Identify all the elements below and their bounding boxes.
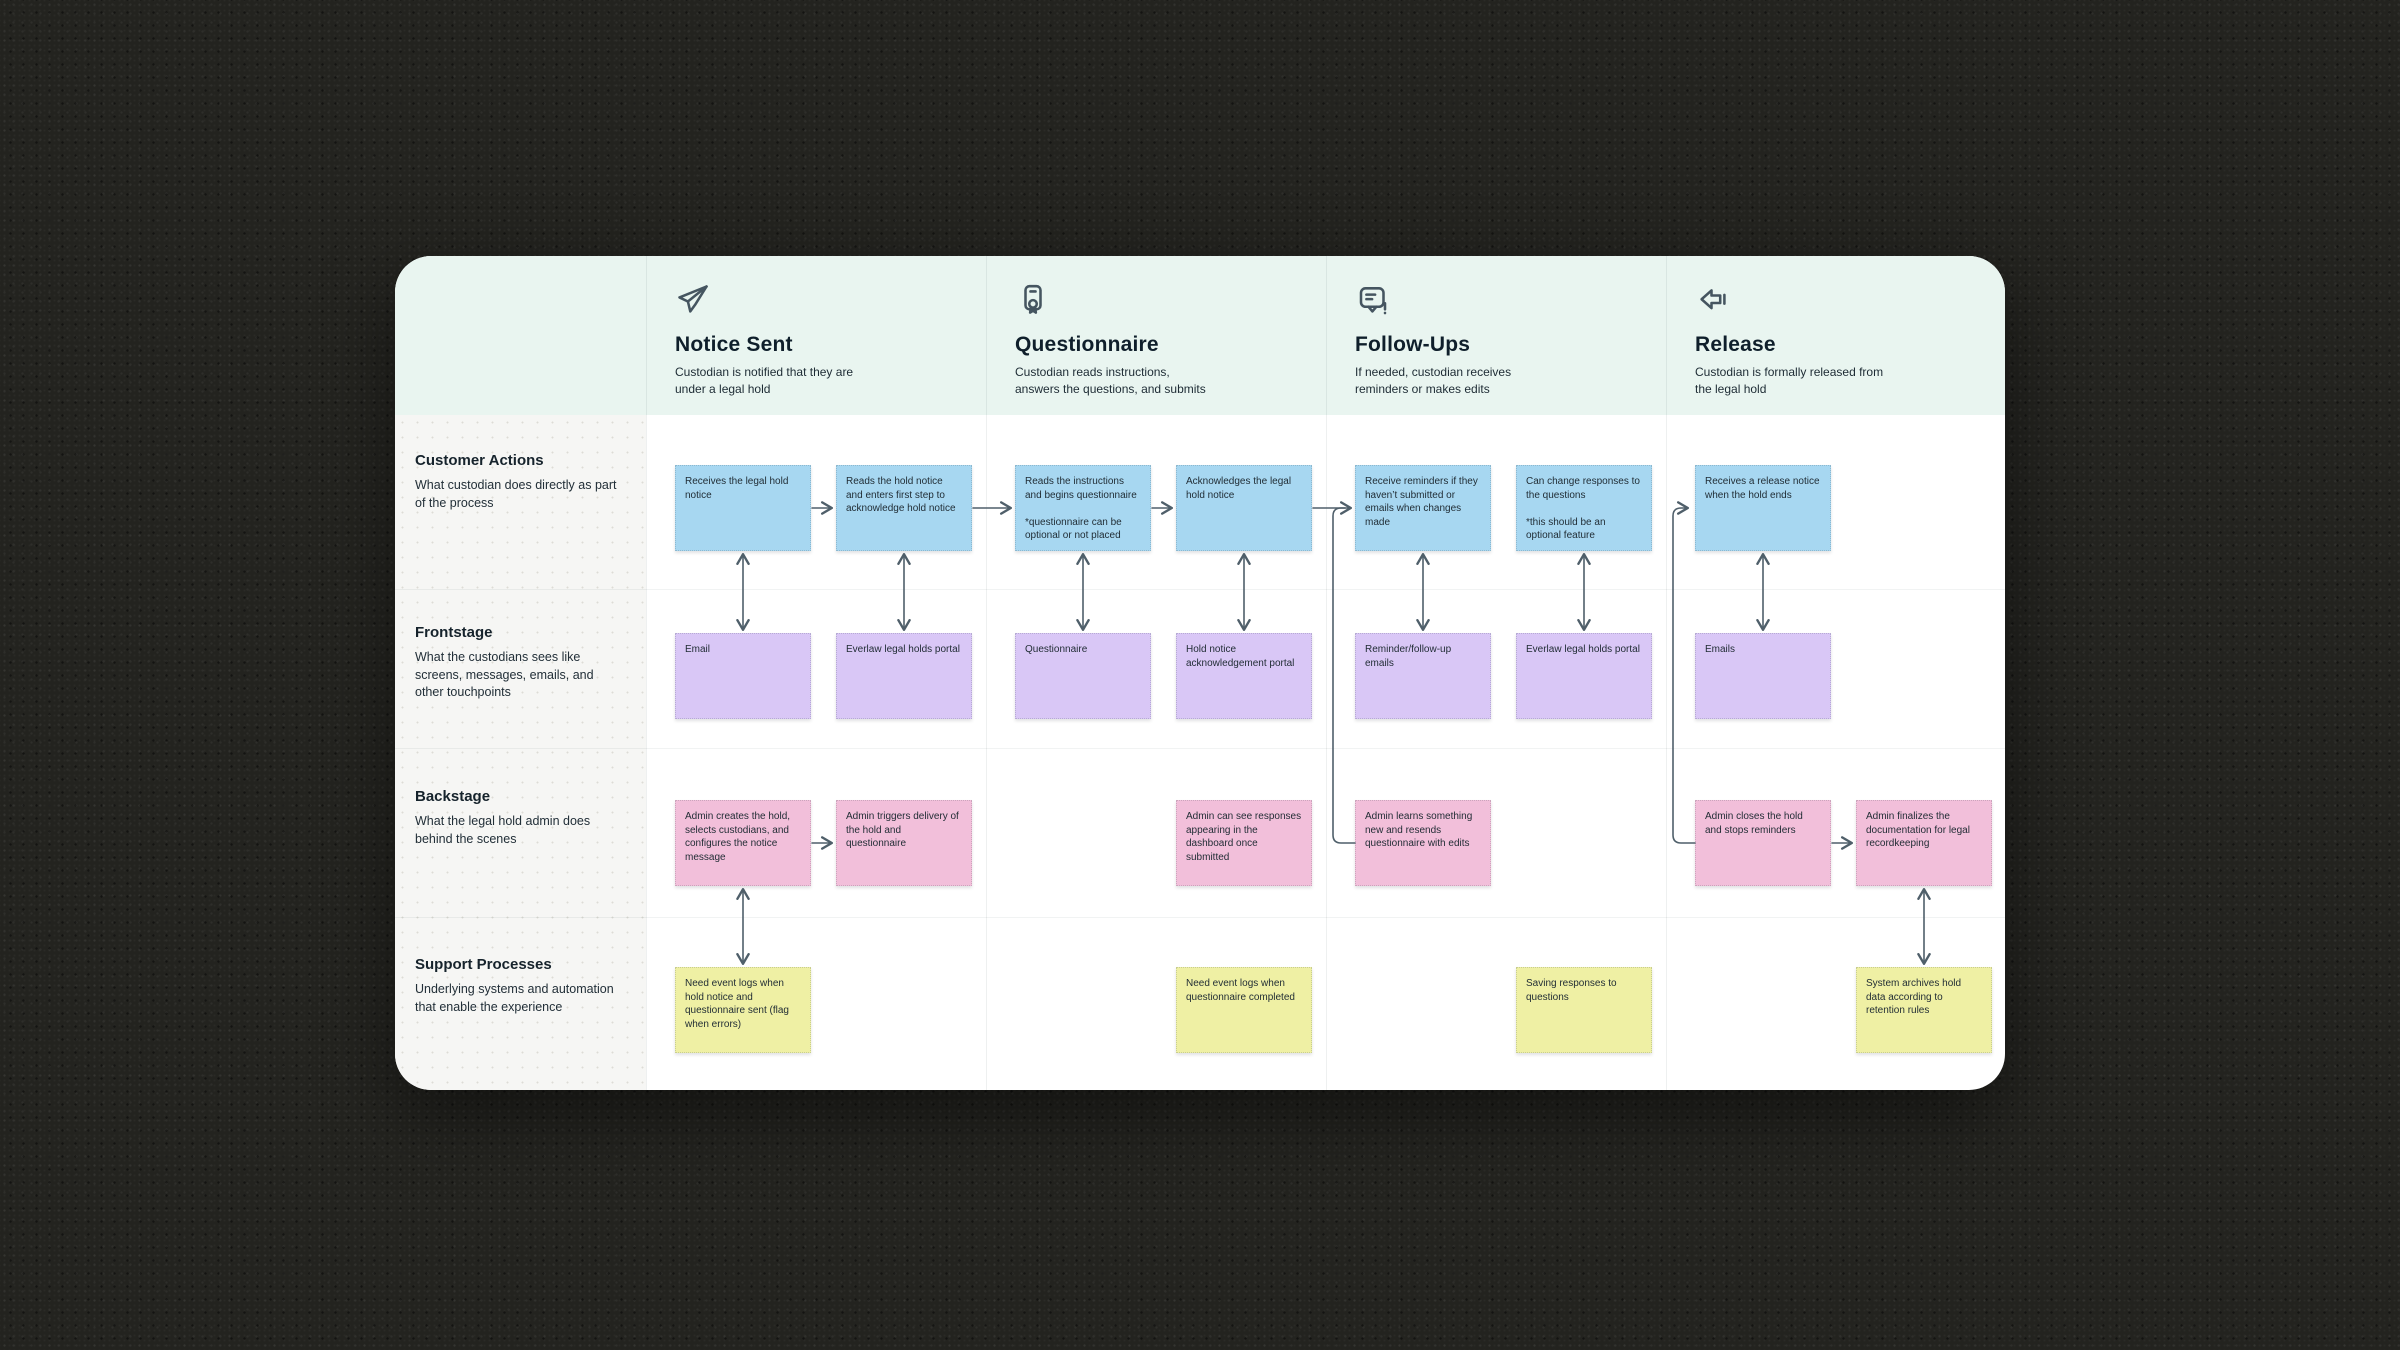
sticky-note-text: Admin closes the hold and stops reminder… — [1705, 811, 1803, 836]
phase-header-questionnaire: Questionnaire Custodian reads instructio… — [986, 256, 1315, 441]
connector-elbow — [1332, 507, 1356, 844]
sticky-note-admin-finalizes-docs[interactable]: Admin finalizes the documentation for le… — [1856, 800, 1992, 886]
phase-title: Questionnaire — [1015, 333, 1159, 356]
release-arrow-icon — [1700, 289, 1726, 310]
sticky-note-receive-reminders[interactable]: Receive reminders if they haven’t submit… — [1355, 465, 1491, 551]
sticky-note-emails-touchpoint[interactable]: Emails — [1695, 633, 1831, 719]
sticky-note-admin-learns-resends[interactable]: Admin learns something new and resends q… — [1355, 800, 1491, 886]
lane-description: Underlying systems and automation that e… — [415, 982, 614, 1014]
phase-header-release: Release Custodian is formally released f… — [1666, 256, 1995, 441]
sticky-note-text: Reads the hold notice and enters first s… — [846, 476, 956, 514]
sticky-note-text: Admin creates the hold, selects custodia… — [685, 811, 791, 863]
sticky-note-release-notice[interactable]: Receives a release notice when the hold … — [1695, 465, 1831, 551]
lane-label-frontstage: Frontstage What the custodians sees like… — [415, 624, 623, 702]
chat-alert-icon — [1359, 287, 1387, 315]
sticky-note-reads-instructions[interactable]: Reads the instructions and begins questi… — [1015, 465, 1151, 551]
blueprint-card: Notice Sent Custodian is notified that t… — [395, 256, 2005, 1090]
lane-label-customer-actions: Customer Actions What custodian does dir… — [415, 452, 623, 512]
lane-title: Support Processes — [415, 956, 552, 973]
phase-title: Notice Sent — [675, 333, 793, 356]
phase-header-band — [395, 256, 2005, 415]
sticky-note-admin-creates-hold[interactable]: Admin creates the hold, selects custodia… — [675, 800, 811, 886]
sticky-note-email-touchpoint[interactable]: Email — [675, 633, 811, 719]
paper-plane-icon — [678, 285, 708, 313]
sticky-note-admin-closes-hold[interactable]: Admin closes the hold and stops reminder… — [1695, 800, 1831, 886]
sticky-note-event-logs-sent[interactable]: Need event logs when hold notice and que… — [675, 967, 811, 1053]
phase-subtitle: Custodian is formally released from the … — [1695, 365, 1884, 397]
phase-title: Release — [1695, 333, 1776, 356]
sticky-note-text: Email — [685, 644, 711, 655]
sticky-note-everlaw-portal-2[interactable]: Everlaw legal holds portal — [1516, 633, 1652, 719]
sticky-note-text: Hold notice acknowledgement portal — [1186, 644, 1295, 669]
phase-subtitle: If needed, custodian receives reminders … — [1355, 365, 1512, 397]
column-divider — [1666, 256, 1667, 1090]
row-divider — [395, 748, 2005, 749]
sticky-note-receives-notice[interactable]: Receives the legal hold notice — [675, 465, 811, 551]
sticky-note-questionnaire-touchpoint[interactable]: Questionnaire — [1015, 633, 1151, 719]
sticky-note-text: Receive reminders if they haven’t submit… — [1365, 476, 1478, 528]
phase-header-notice-sent: Notice Sent Custodian is notified that t… — [646, 256, 975, 441]
lane-description: What custodian does directly as part of … — [415, 478, 617, 510]
sticky-note-reminder-emails[interactable]: Reminder/follow-up emails — [1355, 633, 1491, 719]
row-divider — [395, 589, 2005, 590]
sticky-note-acknowledges-notice[interactable]: Acknowledges the legal hold notice — [1176, 465, 1312, 551]
lane-label-backstage: Backstage What the legal hold admin does… — [415, 788, 623, 848]
lane-description: What the custodians sees like screens, m… — [415, 650, 594, 699]
phase-header-follow-ups: Follow-Ups If needed, custodian receives… — [1326, 256, 1655, 441]
sticky-note-text: Reminder/follow-up emails — [1365, 644, 1452, 669]
sticky-note-everlaw-portal-1[interactable]: Everlaw legal holds portal — [836, 633, 972, 719]
sticky-note-text: Everlaw legal holds portal — [846, 644, 960, 655]
lane-label-column — [395, 415, 646, 1090]
connector-elbow — [1672, 501, 1696, 844]
sticky-note-text: Admin finalizes the documentation for le… — [1866, 811, 1970, 849]
phase-subtitle: Custodian reads instructions, answers th… — [1015, 365, 1206, 397]
sticky-note-saving-responses[interactable]: Saving responses to questions — [1516, 967, 1652, 1053]
sticky-note-text: Questionnaire — [1025, 644, 1088, 655]
lane-label-support-processes: Support Processes Underlying systems and… — [415, 956, 623, 1016]
sticky-note-text: Receives a release notice when the hold … — [1705, 476, 1820, 501]
sticky-note-text: Admin learns something new and resends q… — [1365, 811, 1473, 849]
sticky-note-text: Admin triggers delivery of the hold and … — [846, 811, 959, 849]
sticky-note-text: Reads the instructions and begins questi… — [1025, 476, 1137, 541]
lane-description: What the legal hold admin does behind th… — [415, 814, 591, 846]
lane-title: Customer Actions — [415, 452, 544, 469]
sticky-note-reads-notice[interactable]: Reads the hold notice and enters first s… — [836, 465, 972, 551]
sticky-note-text: Saving responses to questions — [1526, 978, 1617, 1003]
sticky-note-text: Acknowledges the legal hold notice — [1186, 476, 1292, 501]
sticky-note-text: Can change responses to the questions *t… — [1526, 476, 1640, 541]
phase-subtitle: Custodian is notified that they are unde… — [675, 365, 854, 397]
sticky-note-text: Receives the legal hold notice — [685, 476, 789, 501]
lane-title: Backstage — [415, 788, 491, 805]
sticky-note-text: System archives hold data according to r… — [1866, 978, 1962, 1016]
column-divider — [1326, 256, 1327, 1090]
column-divider — [646, 256, 647, 1090]
sticky-note-system-archives[interactable]: System archives hold data according to r… — [1856, 967, 1992, 1053]
phase-title: Follow-Ups — [1355, 333, 1471, 356]
lane-title: Frontstage — [415, 624, 493, 641]
sticky-note-admin-triggers-delivery[interactable]: Admin triggers delivery of the hold and … — [836, 800, 972, 886]
sticky-note-text: Admin can see responses appearing in the… — [1186, 811, 1302, 863]
column-divider — [986, 256, 987, 1090]
sticky-note-text: Emails — [1705, 644, 1736, 655]
row-divider — [395, 917, 2005, 918]
sticky-note-text: Need event logs when questionnaire compl… — [1186, 978, 1295, 1003]
sticky-note-text: Everlaw legal holds portal — [1526, 644, 1640, 655]
sticky-note-text: Need event logs when hold notice and que… — [685, 978, 789, 1030]
hold-notice-document-icon — [1024, 284, 1042, 314]
sticky-note-event-logs-completed[interactable]: Need event logs when questionnaire compl… — [1176, 967, 1312, 1053]
sticky-note-change-responses[interactable]: Can change responses to the questions *t… — [1516, 465, 1652, 551]
sticky-note-admin-sees-responses[interactable]: Admin can see responses appearing in the… — [1176, 800, 1312, 886]
sticky-note-hold-ack-portal[interactable]: Hold notice acknowledgement portal — [1176, 633, 1312, 719]
